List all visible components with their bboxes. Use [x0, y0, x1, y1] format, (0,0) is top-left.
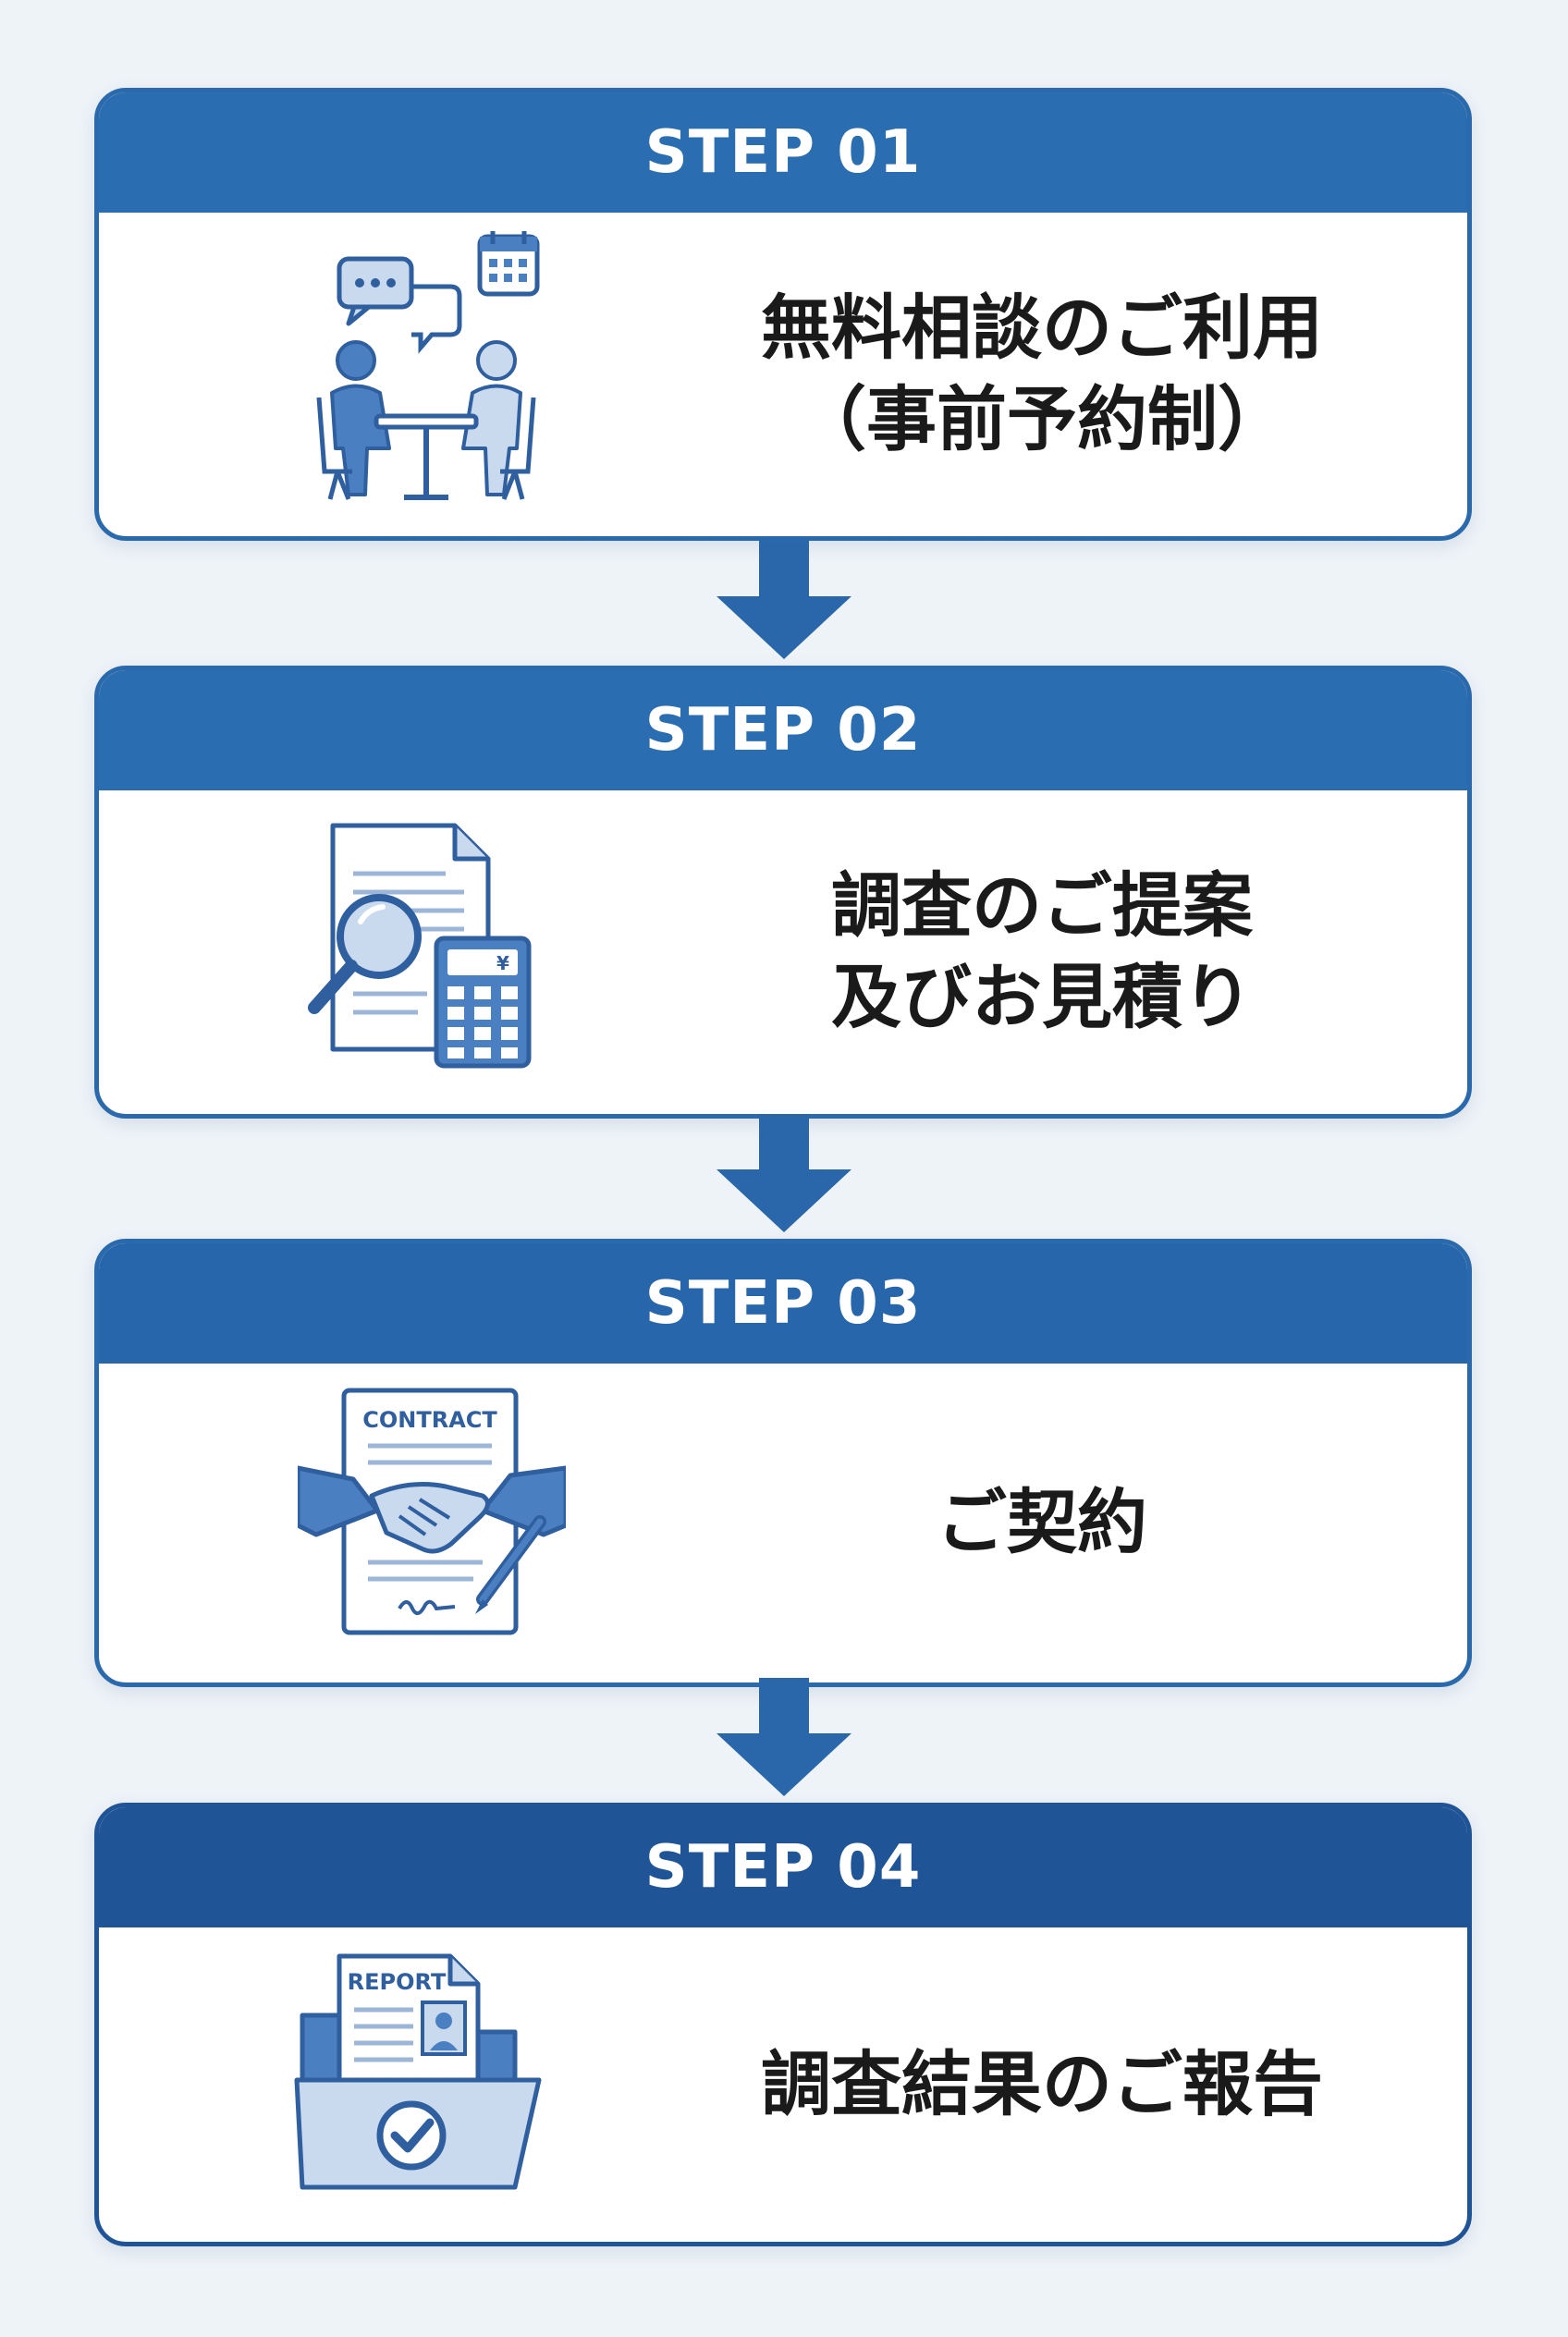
step-header: STEP 03	[99, 1243, 1467, 1364]
step-label-line: 及びお見積り	[831, 956, 1253, 1038]
step-header: STEP 02	[99, 670, 1467, 790]
step-header: STEP 01	[99, 92, 1467, 213]
yen-symbol: ¥	[496, 952, 509, 974]
step-number: STEP 03	[644, 1269, 922, 1338]
contract-text: CONTRACT	[362, 1407, 497, 1433]
step-label-line: 無料相談のご利用	[761, 287, 1323, 370]
step-card-2: STEP 02 ¥	[94, 666, 1472, 1119]
document-search-calculator-icon: ¥	[308, 823, 532, 1069]
step-header: STEP 04	[99, 1807, 1467, 1927]
contract-handshake-icon: CONTRACT	[298, 1388, 566, 1635]
step-label: 調査結果のご報告	[654, 1927, 1430, 2242]
step-label: 調査のご提案 及びお見積り	[654, 790, 1430, 1114]
down-arrow-icon	[717, 541, 851, 659]
step-card-4: STEP 04 REPORT 調査結果のご報告	[94, 1803, 1472, 2246]
report-text: REPORT	[348, 1969, 447, 1995]
step-card-3: STEP 03 CONTRACT ご契約	[94, 1239, 1472, 1687]
down-arrow-icon	[717, 1114, 851, 1232]
step-label: ご契約	[654, 1364, 1430, 1682]
step-card-1: STEP 01	[94, 88, 1472, 541]
step-label-line: 調査のご提案	[831, 864, 1253, 948]
step-label: 無料相談のご利用 （事前予約制）	[654, 213, 1430, 536]
step-number: STEP 01	[644, 118, 922, 187]
report-folder-check-icon: REPORT	[294, 1953, 542, 2190]
step-label-line: 調査結果のご報告	[761, 2042, 1323, 2125]
consultation-meeting-icon	[316, 231, 540, 500]
step-number: STEP 02	[644, 696, 922, 765]
down-arrow-icon	[717, 1678, 851, 1796]
step-label-line: ご契約	[937, 1481, 1147, 1564]
step-number: STEP 04	[644, 1833, 922, 1902]
step-label-line: （事前予約制）	[796, 378, 1288, 460]
